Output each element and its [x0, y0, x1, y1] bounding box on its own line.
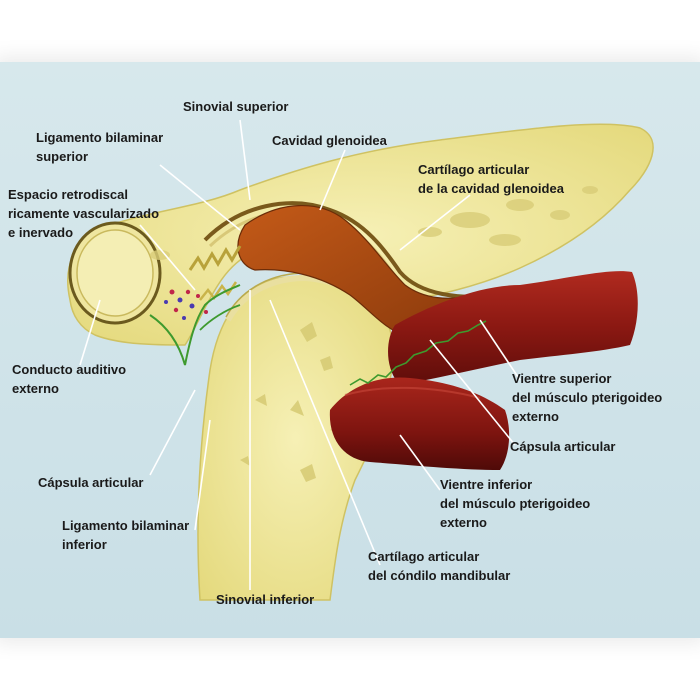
label-vientre-inferior-line1: Vientre inferior: [440, 477, 532, 492]
label-vientre-inferior-line2: del músculo pterigoideo: [440, 496, 590, 511]
superior-pterygoid: [388, 271, 638, 385]
glenoid-cartilage-line: [203, 201, 501, 299]
leader-lines: [79, 119, 521, 590]
label-espacio-retrodiscal-line2: ricamente vascularizado: [8, 206, 159, 221]
label-cartilago-cavidad-line2: de la cavidad glenoidea: [418, 181, 565, 196]
label-ligamento-bilaminar-inferior-line2: inferior: [62, 537, 107, 552]
bilaminar-superior-wave: [188, 245, 242, 271]
synovial-membrane-lower: [199, 304, 241, 331]
label-vientre-inferior-line3: externo: [440, 515, 487, 530]
label-ligamento-bilaminar-inferior-line1: Ligamento bilaminar: [62, 518, 189, 533]
label-ligamento-bilaminar-superior-line1: Ligamento bilaminar: [36, 130, 163, 145]
label-capsula-articular-right: Cápsula articular: [510, 439, 616, 454]
label-cartilago-condilo-line1: Cartílago articular: [368, 549, 479, 564]
label-vientre-superior-line1: Vientre superior: [512, 371, 611, 386]
label-sinovial-inferior: Sinovial inferior: [216, 592, 314, 607]
label-cartilago-cavidad-line1: Cartílago articular: [418, 162, 529, 177]
synovial-membrane: [149, 284, 241, 366]
label-cartilago-condilo-line2: del cóndilo mandibular: [368, 568, 510, 583]
ear-canal-inner: [76, 229, 154, 317]
inferior-pterygoid: [329, 377, 510, 470]
temporal-texture: [150, 186, 598, 260]
capsule-green-line: [349, 320, 487, 386]
label-vientre-superior-line3: externo: [512, 409, 559, 424]
bilaminar-inferior-wave: [199, 281, 238, 301]
retrodiscal-vessels: [164, 289, 208, 320]
inferior-pterygoid-highlight: [344, 386, 481, 399]
label-ligamento-bilaminar-superior-line2: superior: [36, 149, 88, 164]
label-sinovial-superior: Sinovial superior: [183, 99, 288, 114]
label-espacio-retrodiscal-line1: Espacio retrodiscal: [8, 187, 128, 202]
label-espacio-retrodiscal-line3: e inervado: [8, 225, 73, 240]
label-cavidad-glenoidea: Cavidad glenoidea: [272, 133, 388, 148]
label-conducto-auditivo-line1: Conducto auditivo: [12, 362, 126, 377]
label-capsula-articular-left: Cápsula articular: [38, 475, 144, 490]
label-vientre-superior-line2: del músculo pterigoideo: [512, 390, 662, 405]
label-conducto-auditivo-line2: externo: [12, 381, 59, 396]
